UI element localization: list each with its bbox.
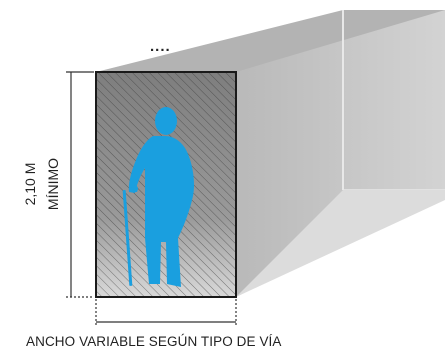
height-dimension xyxy=(66,71,94,298)
height-value-label: 2,10 M xyxy=(22,162,38,206)
elderly-person-with-cane-icon xyxy=(122,107,195,287)
ellipsis-label: .... xyxy=(150,38,171,55)
width-caption: ANCHO VARIABLE SEGÚN TIPO DE VÍA xyxy=(26,334,282,349)
tunnel-volume xyxy=(96,10,445,297)
width-dimension xyxy=(95,299,237,326)
tunnel-side-face xyxy=(236,10,445,297)
height-note-label: MÍNIMO xyxy=(45,157,61,211)
tunnel-floor-shadow xyxy=(236,190,445,297)
section-outline xyxy=(95,71,237,298)
tunnel-top-face xyxy=(96,10,445,72)
